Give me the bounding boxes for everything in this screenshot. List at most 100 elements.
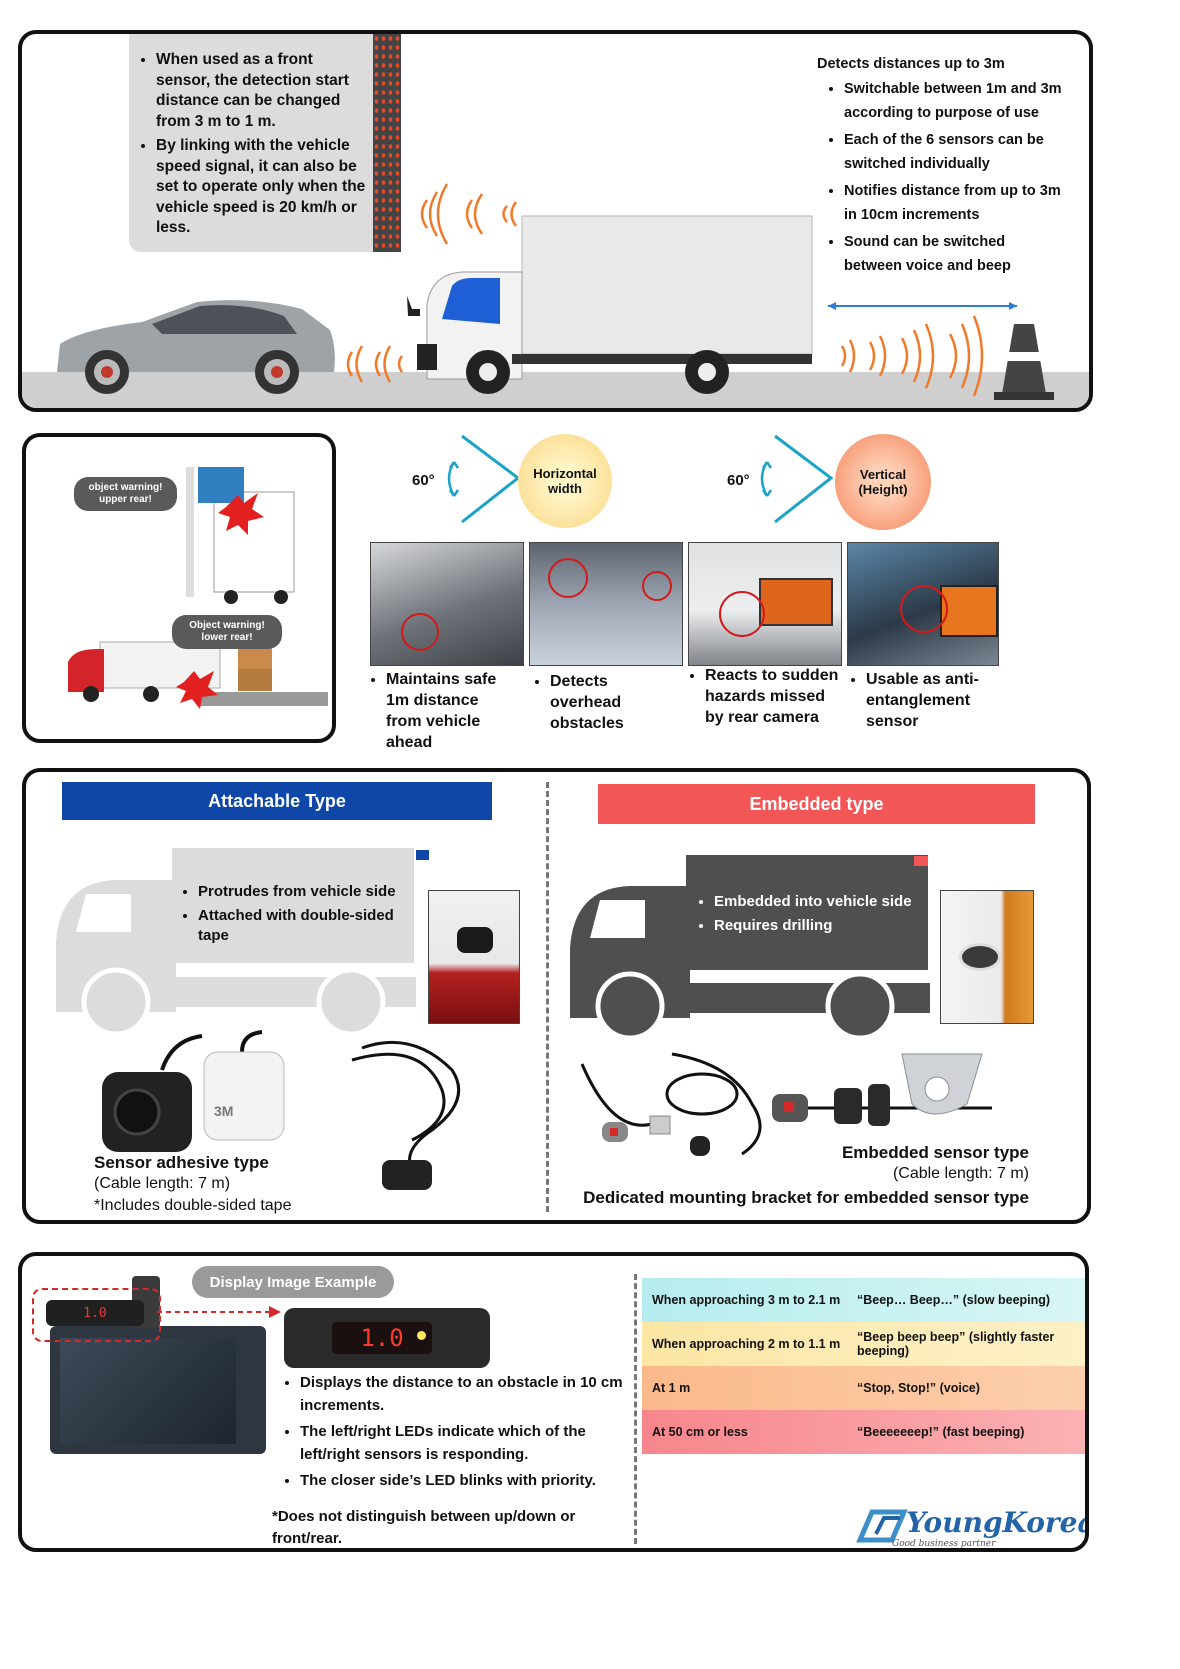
monitor-frame <box>50 1326 266 1454</box>
panel-sensor-types: Attachable Type Embedded type Protrudes … <box>22 768 1091 1224</box>
youngkorea-logo-icon <box>856 1509 908 1543</box>
front-bullet: When used as a front sensor, the detecti… <box>156 50 370 132</box>
dashed-callout-frame <box>32 1288 161 1342</box>
display-image-label: Display Image Example <box>192 1266 394 1298</box>
table-cell-distance: When approaching 2 m to 1.1 m <box>652 1337 841 1351</box>
horizontal-width-label: Horizontal width <box>533 466 597 496</box>
display-note: *Does not distinguish between up/down or… <box>272 1508 576 1547</box>
road <box>22 372 1089 408</box>
caption-4: Usable as anti-entanglement sensor <box>846 669 986 732</box>
embed-bullet: Embedded into vehicle side <box>714 892 927 912</box>
truck-silhouette-dark <box>570 886 930 1038</box>
embed-sensor-products <box>580 1052 992 1156</box>
angle-h-label: 60° <box>412 472 435 489</box>
caption-text: Detects overhead obstacles <box>550 671 650 734</box>
attach-product-cable: (Cable length: 7 m) <box>94 1175 231 1192</box>
embed-product-cable: (Cable length: 7 m) <box>892 1165 1029 1182</box>
embedded-type-header: Embedded type <box>598 784 1035 824</box>
table-cell-sound: “Stop, Stop!” (voice) <box>857 1381 980 1395</box>
attach-product-title: Sensor adhesive type <box>94 1153 269 1172</box>
callout-arrow <box>157 1306 281 1318</box>
sensor-highlight <box>719 591 765 637</box>
attachable-type-header: Attachable Type <box>62 782 492 820</box>
embed-bracket-label: Dedicated mounting bracket for embedded … <box>583 1188 1029 1207</box>
warning-illustration <box>68 467 328 709</box>
warning-upper-text: object warning! upper rear! <box>88 482 163 505</box>
truck-illustration <box>407 215 813 394</box>
caption-text: Reacts to sudden hazards missed by rear … <box>705 665 845 728</box>
detects-bullet: Switchable between 1m and 3m according t… <box>844 78 1067 125</box>
table-cell-distance: When approaching 3 m to 2.1 m <box>652 1293 841 1307</box>
monitor-screen <box>60 1338 236 1444</box>
table-row: When approaching 3 m to 2.1 m “Beep… Bee… <box>642 1278 1085 1322</box>
small-display-value: 1.0 <box>83 1305 107 1321</box>
embed-product-title: Embedded sensor type <box>841 1143 1029 1162</box>
angle-v-diagram <box>760 434 834 524</box>
photo-front-bumper <box>370 542 524 666</box>
logo-tagline: Good business partner <box>892 1539 996 1549</box>
road-scene <box>22 183 1089 408</box>
horizontal-width-circle: Horizontal width <box>518 434 612 528</box>
traffic-cone <box>994 324 1054 400</box>
vertical-height-label: Vertical (Height) <box>858 467 908 497</box>
front-sensor-bullets: When used as a front sensor, the detecti… <box>134 50 370 243</box>
attach-bullet: Protrudes from vehicle side <box>198 882 411 902</box>
embed-bullets: Embedded into vehicle side Requires dril… <box>692 892 927 940</box>
sound-table: When approaching 3 m to 2.1 m “Beep… Bee… <box>642 1278 1085 1454</box>
svg-text:3M: 3M <box>214 1103 233 1119</box>
warning-lower-text: Object warning! lower rear! <box>189 620 265 643</box>
embed-bullet: Requires drilling <box>714 916 927 936</box>
youngkorea-logo: YoungKorea <box>906 1506 1089 1539</box>
table-row: At 1 m “Stop, Stop!” (voice) <box>642 1366 1085 1410</box>
attach-bullet: Attached with double-sided tape <box>198 906 411 946</box>
table-cell-sound: “Beeeeeeep!” (fast beeping) <box>857 1425 1025 1439</box>
display-bullet: The closer side’s LED blinks with priori… <box>300 1470 638 1493</box>
angle-v-label: 60° <box>727 472 750 489</box>
detects-bullet: Sound can be switched between voice and … <box>844 231 1067 278</box>
sensor-highlight <box>900 585 948 633</box>
truck-silhouette-light <box>56 880 416 1032</box>
sensor-highlight <box>401 613 439 651</box>
table-cell-sound: “Beep… Beep…” (slow beeping) <box>857 1293 1051 1307</box>
display-unit-large: 1.0 <box>284 1308 490 1368</box>
attach-sensor-products: 3M <box>102 1030 461 1190</box>
display-bullet: Displays the distance to an obstacle in … <box>300 1372 638 1417</box>
rear-lamp <box>940 585 998 637</box>
distance-arrow <box>828 302 1017 310</box>
table-row: At 50 cm or less “Beeeeeeep!” (fast beep… <box>642 1410 1085 1454</box>
attachable-type-title: Attachable Type <box>208 790 346 811</box>
table-cell-sound: “Beep beep beep” (slightly faster beepin… <box>857 1330 1055 1358</box>
caption-3: Reacts to sudden hazards missed by rear … <box>685 665 845 728</box>
dashed-divider <box>546 782 549 1212</box>
panel-warning-illustration: object warning! upper rear! Object warni… <box>22 433 336 743</box>
caption-text: Maintains safe 1m distance from vehicle … <box>386 669 506 753</box>
photo-anti-entanglement <box>847 542 999 666</box>
photo-embed-mounted <box>940 890 1034 1024</box>
sensor-highlight <box>548 558 588 598</box>
warning-bubble-upper: object warning! upper rear! <box>74 477 177 511</box>
photo-upper-rear <box>529 542 683 666</box>
panel-display: Display Image Example 1.0 1.0 Displays t… <box>18 1252 1089 1552</box>
display-bullets: Displays the distance to an obstacle in … <box>278 1372 638 1497</box>
embed-corner-marker <box>914 856 928 866</box>
sensor-unit <box>959 943 1001 971</box>
caption-text: Usable as anti-entanglement sensor <box>866 669 986 732</box>
dashed-divider <box>634 1274 637 1544</box>
detects-title: Detects distances up to 3m <box>817 56 1005 72</box>
photo-rear-lamp <box>688 542 842 666</box>
detects-bullet: Notifies distance from up to 3m in 10cm … <box>844 180 1067 227</box>
table-row: When approaching 2 m to 1.1 m “Beep beep… <box>642 1322 1085 1366</box>
caption-2: Detects overhead obstacles <box>530 671 650 734</box>
sedan-illustration <box>57 300 335 394</box>
front-bullet: By linking with the vehicle speed signal… <box>156 136 370 239</box>
attach-corner-marker <box>416 850 429 860</box>
sound-waves <box>346 183 984 397</box>
photo-attach-mounted <box>428 890 520 1024</box>
panel-overview: When used as a front sensor, the detecti… <box>18 30 1093 412</box>
detects-bullets: Switchable between 1m and 3m according t… <box>822 78 1067 282</box>
display-image-label-text: Display Image Example <box>209 1273 377 1291</box>
detects-bullet: Each of the 6 sensors can be switched in… <box>844 129 1067 176</box>
front-sensor-info-box <box>129 34 399 252</box>
embed-info-box <box>686 855 928 970</box>
table-cell-distance: At 50 cm or less <box>652 1425 748 1439</box>
